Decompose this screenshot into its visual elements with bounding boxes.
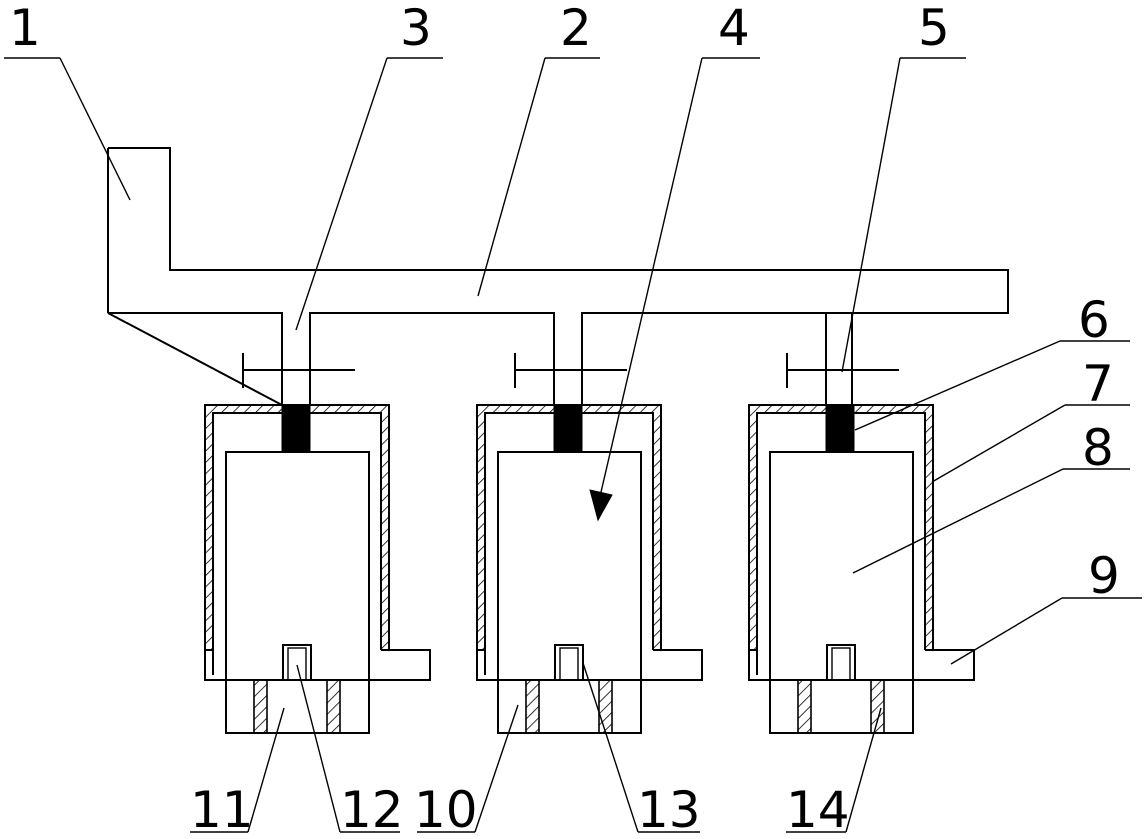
leader-lines <box>4 57 1142 833</box>
seal-block-middle <box>553 404 583 453</box>
label-1: 1 <box>9 0 41 57</box>
label-12: 12 <box>340 781 404 839</box>
valve-handles <box>242 353 899 388</box>
gas-inlet-pipe <box>107 147 1009 407</box>
label-9: 9 <box>1088 547 1120 605</box>
label-11: 11 <box>190 781 254 839</box>
label-6: 6 <box>1078 291 1110 349</box>
container-unit-left <box>204 404 431 734</box>
seal-block-left <box>281 404 311 453</box>
label-14: 14 <box>786 781 850 839</box>
label-2: 2 <box>560 0 592 57</box>
seal-block-right <box>825 404 855 453</box>
label-10: 10 <box>414 781 478 839</box>
label-8: 8 <box>1082 419 1114 477</box>
part-labels: 1 3 2 4 5 6 7 8 9 11 12 10 13 14 <box>9 0 1120 839</box>
label-3: 3 <box>400 0 432 57</box>
container-unit-middle <box>476 404 703 734</box>
label-4: 4 <box>718 0 750 57</box>
label-5: 5 <box>918 0 950 57</box>
label-7: 7 <box>1082 355 1114 413</box>
label-13: 13 <box>637 781 701 839</box>
container-unit-right <box>748 404 975 734</box>
